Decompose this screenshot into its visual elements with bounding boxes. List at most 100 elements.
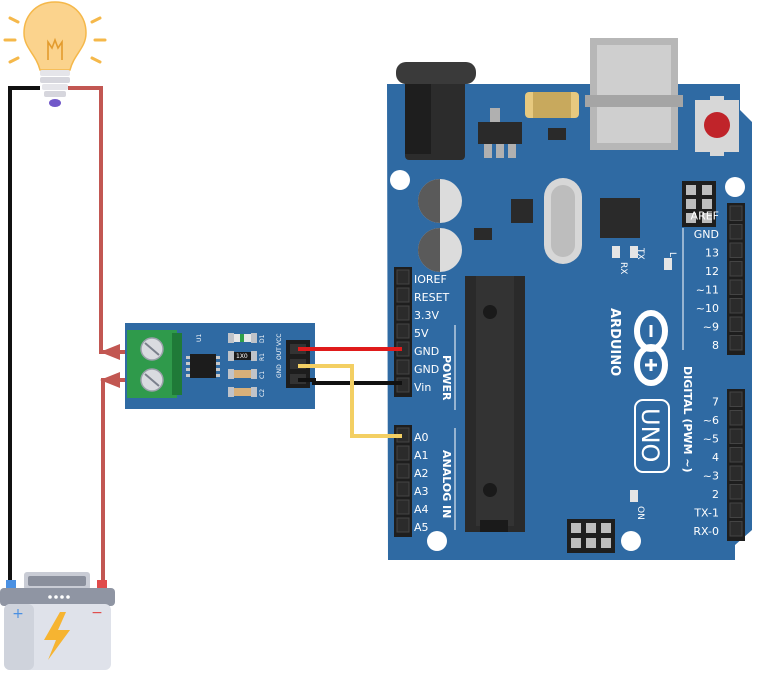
power-pin-label: GND xyxy=(414,363,439,376)
led-rx xyxy=(612,246,620,258)
analog-pin-label: A0 xyxy=(414,431,429,444)
brand-label: ARDUINO xyxy=(607,308,622,376)
digital-pin-socket[interactable] xyxy=(729,298,743,314)
led-on xyxy=(630,490,638,502)
label-tx: TX xyxy=(635,247,645,260)
gnd-wire xyxy=(298,378,402,385)
digital-pin-socket[interactable] xyxy=(729,502,743,518)
digital-pin-label: ~11 xyxy=(696,284,719,297)
battery-minus-label: − xyxy=(91,605,103,621)
digital-pin-header-bottom: 7 ~6 ~5 4 ~3 2TX-1RX-0 xyxy=(693,389,745,541)
label-l: L xyxy=(667,252,677,257)
analog-pin-socket[interactable] xyxy=(396,481,410,497)
power-pin-socket[interactable] xyxy=(396,305,410,321)
power-pin-socket[interactable] xyxy=(396,323,410,339)
digital-pin-label: RX-0 xyxy=(693,525,719,538)
analog-pin-socket[interactable] xyxy=(396,445,410,461)
icsp-header-bottom xyxy=(567,519,615,553)
mount-hole xyxy=(390,170,410,190)
digital-pin-socket[interactable] xyxy=(729,484,743,500)
pin-label-vcc: VCC xyxy=(276,334,283,346)
load-wires xyxy=(8,86,140,586)
out-wire xyxy=(298,364,402,438)
label-on: ON xyxy=(635,506,645,520)
digital-pin-socket[interactable] xyxy=(729,410,743,426)
digital-pin-label: TX-1 xyxy=(693,507,719,520)
digital-header-label: DIGITAL (PWM ~) xyxy=(681,366,694,473)
digital-pin-label: 4 xyxy=(712,451,719,464)
analog-pin-label: A3 xyxy=(414,485,429,498)
power-pin-socket[interactable] xyxy=(396,269,410,285)
voltage-regulator xyxy=(478,122,522,144)
arduino-logo xyxy=(634,310,668,386)
digital-pin-socket[interactable] xyxy=(729,242,743,258)
power-pin-socket[interactable] xyxy=(396,359,410,375)
power-pin-socket[interactable] xyxy=(396,287,410,303)
analog-header-label: ANALOG IN xyxy=(440,450,453,518)
digital-pin-label: ~5 xyxy=(703,433,719,446)
digital-pin-label: GND xyxy=(694,228,719,241)
atmega-chip xyxy=(465,276,525,532)
power-pin-label: RESET xyxy=(414,291,450,304)
digital-pin-socket[interactable] xyxy=(729,205,743,221)
model-label: UNO xyxy=(636,408,664,462)
analog-pin-socket[interactable] xyxy=(396,499,410,515)
label-c2: C2 xyxy=(259,389,266,397)
icsp-header xyxy=(682,181,716,227)
battery-plus-label: + xyxy=(12,606,24,622)
mount-hole xyxy=(725,177,745,197)
label-rx: RX xyxy=(618,262,628,274)
sensor-chip xyxy=(190,354,216,378)
black-load-wire xyxy=(8,86,40,586)
led-tx xyxy=(630,246,638,258)
digital-pin-socket[interactable] xyxy=(729,465,743,481)
label-r1: R1 xyxy=(259,353,266,361)
arduino-uno-board: RX TX L ON ARDUINO UNO POWER ANALOG IN D… xyxy=(387,38,752,560)
current-sensor-module: U1 1X0 D1 R1 C1 C2 GND OUT VCC xyxy=(125,323,315,409)
analog-pin-socket[interactable] xyxy=(396,463,410,479)
battery-icon: + − xyxy=(0,572,115,670)
power-pin-label: 3.3V xyxy=(414,309,439,322)
power-pin-label: IOREF xyxy=(414,273,447,286)
digital-pin-label: ~6 xyxy=(703,414,719,427)
power-pin-label: GND xyxy=(414,345,439,358)
power-pin-label: 5V xyxy=(414,327,429,340)
digital-pin-label: 12 xyxy=(705,265,719,278)
digital-pin-socket[interactable] xyxy=(729,279,743,295)
usb-chip xyxy=(600,198,640,238)
capacitor xyxy=(418,228,462,272)
digital-pin-socket[interactable] xyxy=(729,447,743,463)
bulb-to-sensor-wire xyxy=(68,86,140,354)
digital-pin-socket[interactable] xyxy=(729,224,743,240)
sensor-to-battery-wire xyxy=(101,378,140,586)
led-l xyxy=(664,258,672,270)
uno-badge: UNO xyxy=(634,399,670,473)
digital-pin-label: AREF xyxy=(691,210,719,223)
digital-pin-label: ~3 xyxy=(703,470,719,483)
usb-port xyxy=(585,38,683,150)
pin-label-gnd: GND xyxy=(276,364,283,378)
analog-pin-label: A4 xyxy=(414,503,429,516)
digital-pin-label: 2 xyxy=(712,488,719,501)
power-header-label: POWER xyxy=(440,355,453,401)
digital-pin-label: ~10 xyxy=(696,302,719,315)
power-jack xyxy=(396,62,476,160)
digital-pin-socket[interactable] xyxy=(729,521,743,537)
digital-pin-socket[interactable] xyxy=(729,335,743,351)
light-bulb-icon xyxy=(3,1,107,107)
analog-pin-socket[interactable] xyxy=(396,517,410,533)
digital-pin-socket[interactable] xyxy=(729,428,743,444)
digital-pin-label: 7 xyxy=(712,396,719,409)
digital-pin-socket[interactable] xyxy=(729,261,743,277)
analog-pin-label: A2 xyxy=(414,467,429,480)
digital-pin-socket[interactable] xyxy=(729,391,743,407)
chip-label: U1 xyxy=(196,334,203,342)
mount-hole xyxy=(427,531,447,551)
capacitor xyxy=(418,179,462,223)
resistor-code: 1X0 xyxy=(236,353,248,360)
digital-pin-socket[interactable] xyxy=(729,316,743,332)
